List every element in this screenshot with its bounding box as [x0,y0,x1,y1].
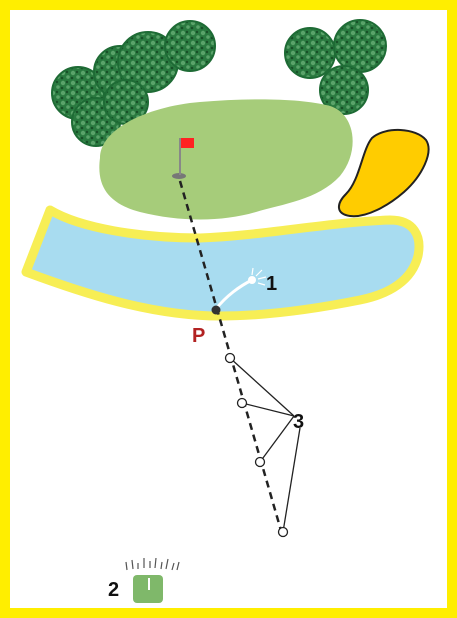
putting-green [99,99,353,220]
drop-line-label: 3 [293,411,304,433]
ball-icon [248,267,267,286]
water-hazard [21,205,424,321]
flag-icon [172,138,194,179]
tree-icon [284,27,336,79]
tree-icon [164,20,216,72]
entry-point-label: P [192,325,205,347]
ball-marker-label: 1 [266,273,277,295]
tree-icon [319,65,369,115]
drop-option-label: 2 [108,579,119,601]
drop-line-options [224,352,301,538]
sand-bunker [338,128,430,218]
drop-zone-icon [125,557,180,603]
tree-icon [333,19,387,73]
trees [51,19,387,147]
entry-point [211,305,221,315]
